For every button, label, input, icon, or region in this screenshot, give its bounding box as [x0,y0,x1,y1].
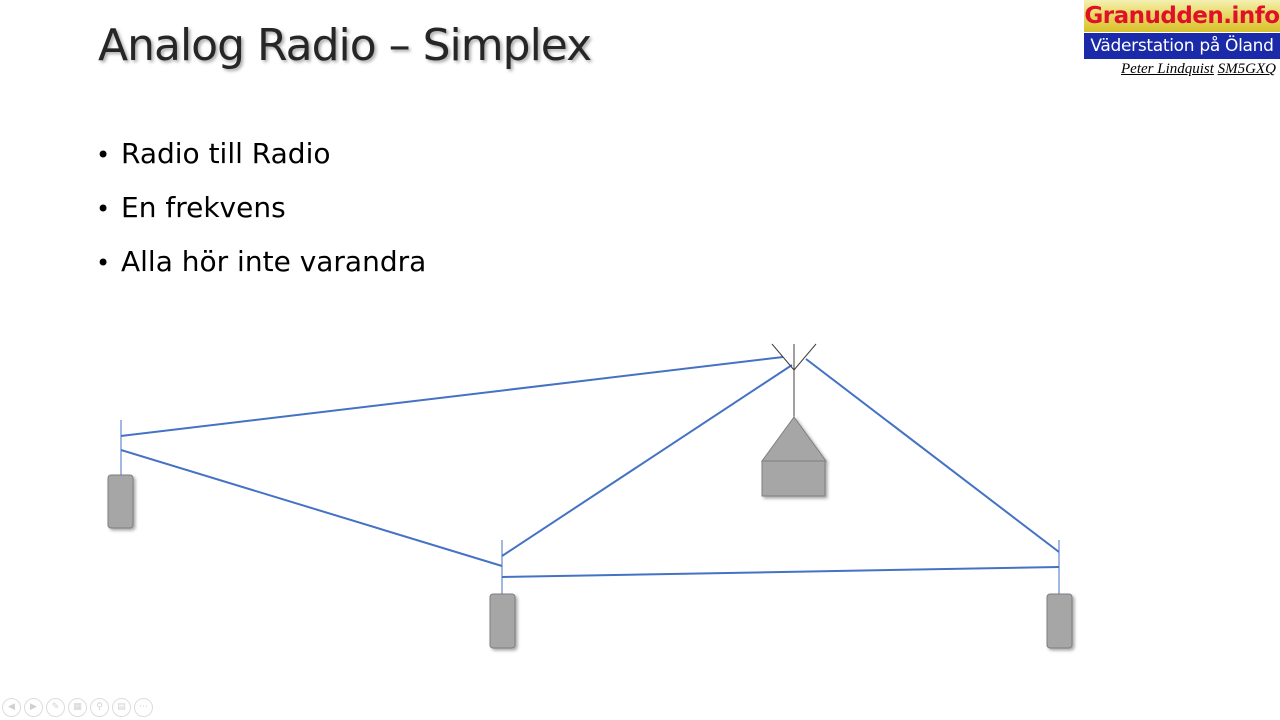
callsign-link[interactable]: SM5GXQ [1217,61,1276,77]
radio-icon [489,593,516,649]
house-icon [761,416,827,497]
author-link[interactable]: Peter Lindquist [1121,61,1214,77]
author-credits: Peter Lindquist SM5GXQ [1084,61,1280,78]
link-center-radio-to-tower [501,364,793,557]
bullet-dot-icon: • [96,141,111,169]
handheld-radio-right [1046,540,1073,649]
logo-banner: Granudden.info [1084,0,1280,33]
presentation-toolbar: ◀ ▶ ✎ ▦ ⚲ ▤ ⋯ [2,698,153,717]
pen-icon[interactable]: ✎ [46,698,65,717]
slides-icon[interactable]: ▦ [68,698,87,717]
handheld-radio-center [489,540,516,649]
link-center-radio-to-right-radio [501,566,1060,578]
prev-icon[interactable]: ◀ [2,698,21,717]
base-station [761,343,827,497]
bullet-text: En frekvens [121,191,286,224]
more-icon[interactable]: ⋯ [134,698,153,717]
link-left-radio-to-tower [120,356,784,437]
bullet-text: Alla hör inte varandra [121,245,427,278]
bullet-item: • Alla hör inte varandra [96,240,426,294]
handheld-radio-left [107,420,134,529]
tower-antenna-icon [771,343,817,417]
bullet-dot-icon: • [96,249,111,277]
bullet-item: • En frekvens [96,186,426,240]
radio-icon [107,474,134,529]
bullet-text: Radio till Radio [121,137,331,170]
slide-title: Analog Radio – Simplex [98,20,592,71]
zoom-icon[interactable]: ⚲ [90,698,109,717]
link-left-radio-to-center-radio [120,449,503,567]
next-icon[interactable]: ▶ [24,698,43,717]
logo-tagline: Väderstation på Öland [1090,36,1274,56]
logo-tagline-bar: Väderstation på Öland [1084,33,1280,59]
subtitles-icon[interactable]: ▤ [112,698,131,717]
bullet-list: • Radio till Radio • En frekvens • Alla hör… [96,132,426,294]
bullet-dot-icon: • [96,195,111,223]
link-tower-to-right-radio [805,358,1060,553]
radio-links [120,356,1060,578]
radio-icon [1046,593,1073,649]
logo-site-name: Granudden.info [1084,3,1280,29]
bullet-item: • Radio till Radio [96,132,426,186]
site-logo: Granudden.info Väderstation på Öland Pet… [1084,0,1280,78]
